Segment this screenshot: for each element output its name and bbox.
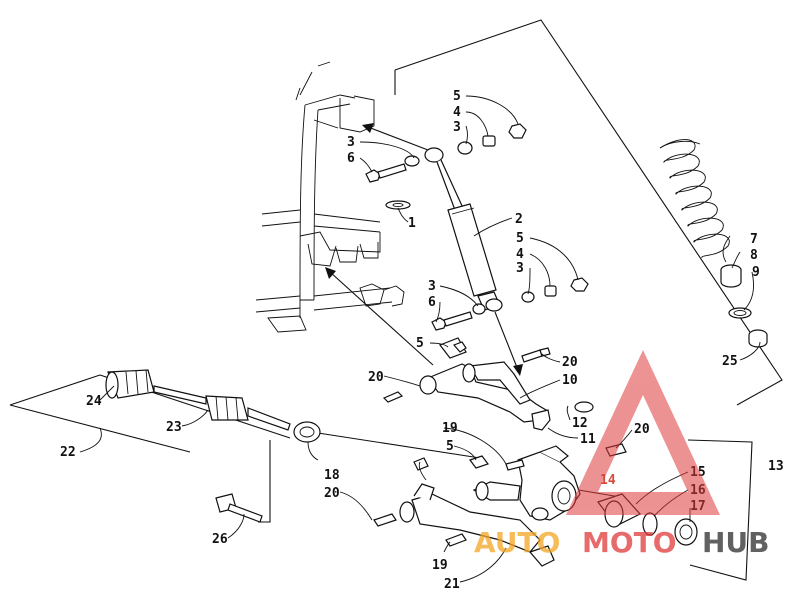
lower-a-arm — [373, 443, 627, 567]
callout-3-frame: 3 — [347, 135, 355, 150]
watermark-text-auto: AUTO — [474, 526, 560, 559]
spring-assembly-box — [394, 19, 783, 406]
spring-seat-25 — [748, 329, 768, 348]
callout-9: 9 — [752, 265, 760, 280]
callout-23: 23 — [166, 420, 182, 435]
callout-21: 21 — [444, 577, 460, 592]
callout-20-right: 20 — [562, 355, 578, 370]
callout-3-low: 3 — [428, 279, 436, 294]
callout-20-lower: 20 — [324, 486, 340, 501]
axle-bolt-26 — [215, 440, 271, 523]
callout-25: 25 — [722, 354, 738, 369]
watermark-text-moto: MOTO — [582, 526, 677, 559]
callout-12: 12 — [572, 416, 588, 431]
callout-3-top: 3 — [453, 120, 461, 135]
callout-6-low: 6 — [428, 295, 436, 310]
callout-13: 13 — [768, 459, 784, 474]
callout-labels: 5 4 3 3 6 1 2 5 4 3 3 6 5 20 20 10 7 8 9… — [60, 89, 784, 592]
watermark-text-hub: HUB — [702, 526, 770, 559]
spring-seat-8 — [720, 264, 742, 288]
watermark-triangle-logo — [566, 350, 720, 515]
callout-8: 8 — [750, 248, 758, 263]
assembly-arrows — [325, 123, 523, 376]
callout-4-top: 4 — [453, 105, 461, 120]
callout-7: 7 — [750, 232, 758, 247]
upper-shock-hardware — [365, 123, 527, 210]
callout-19-lower: 19 — [432, 558, 448, 573]
watermark-text: AUTO MOTO HUB — [474, 526, 770, 559]
chassis-frame — [255, 61, 405, 333]
washer-9 — [728, 307, 752, 319]
callout-5-mid: 5 — [516, 231, 524, 246]
upper-a-arm — [382, 337, 594, 431]
callout-20-hub: 20 — [634, 422, 650, 437]
watermark — [566, 350, 720, 515]
callout-5-top: 5 — [453, 89, 461, 104]
callout-5-lower: 5 — [446, 439, 454, 454]
callout-1: 1 — [408, 216, 416, 231]
callout-10: 10 — [562, 373, 578, 388]
callout-6-top: 6 — [347, 151, 355, 166]
steering-knuckle — [472, 445, 581, 521]
callout-24: 24 — [86, 394, 102, 409]
callout-3-mid: 3 — [516, 261, 524, 276]
callout-5-arm: 5 — [416, 336, 424, 351]
callout-22: 22 — [60, 445, 76, 460]
coil-spring — [659, 139, 730, 259]
callout-19-upper: 19 — [442, 421, 458, 436]
shock-absorber — [424, 147, 503, 312]
callout-4-mid: 4 — [516, 247, 524, 262]
callout-2: 2 — [515, 212, 523, 227]
callout-20-left: 20 — [368, 370, 384, 385]
drive-axle — [9, 369, 321, 453]
callout-11: 11 — [580, 432, 596, 447]
lower-shock-hardware — [431, 277, 589, 331]
callout-18: 18 — [324, 468, 340, 483]
callout-26: 26 — [212, 532, 228, 547]
